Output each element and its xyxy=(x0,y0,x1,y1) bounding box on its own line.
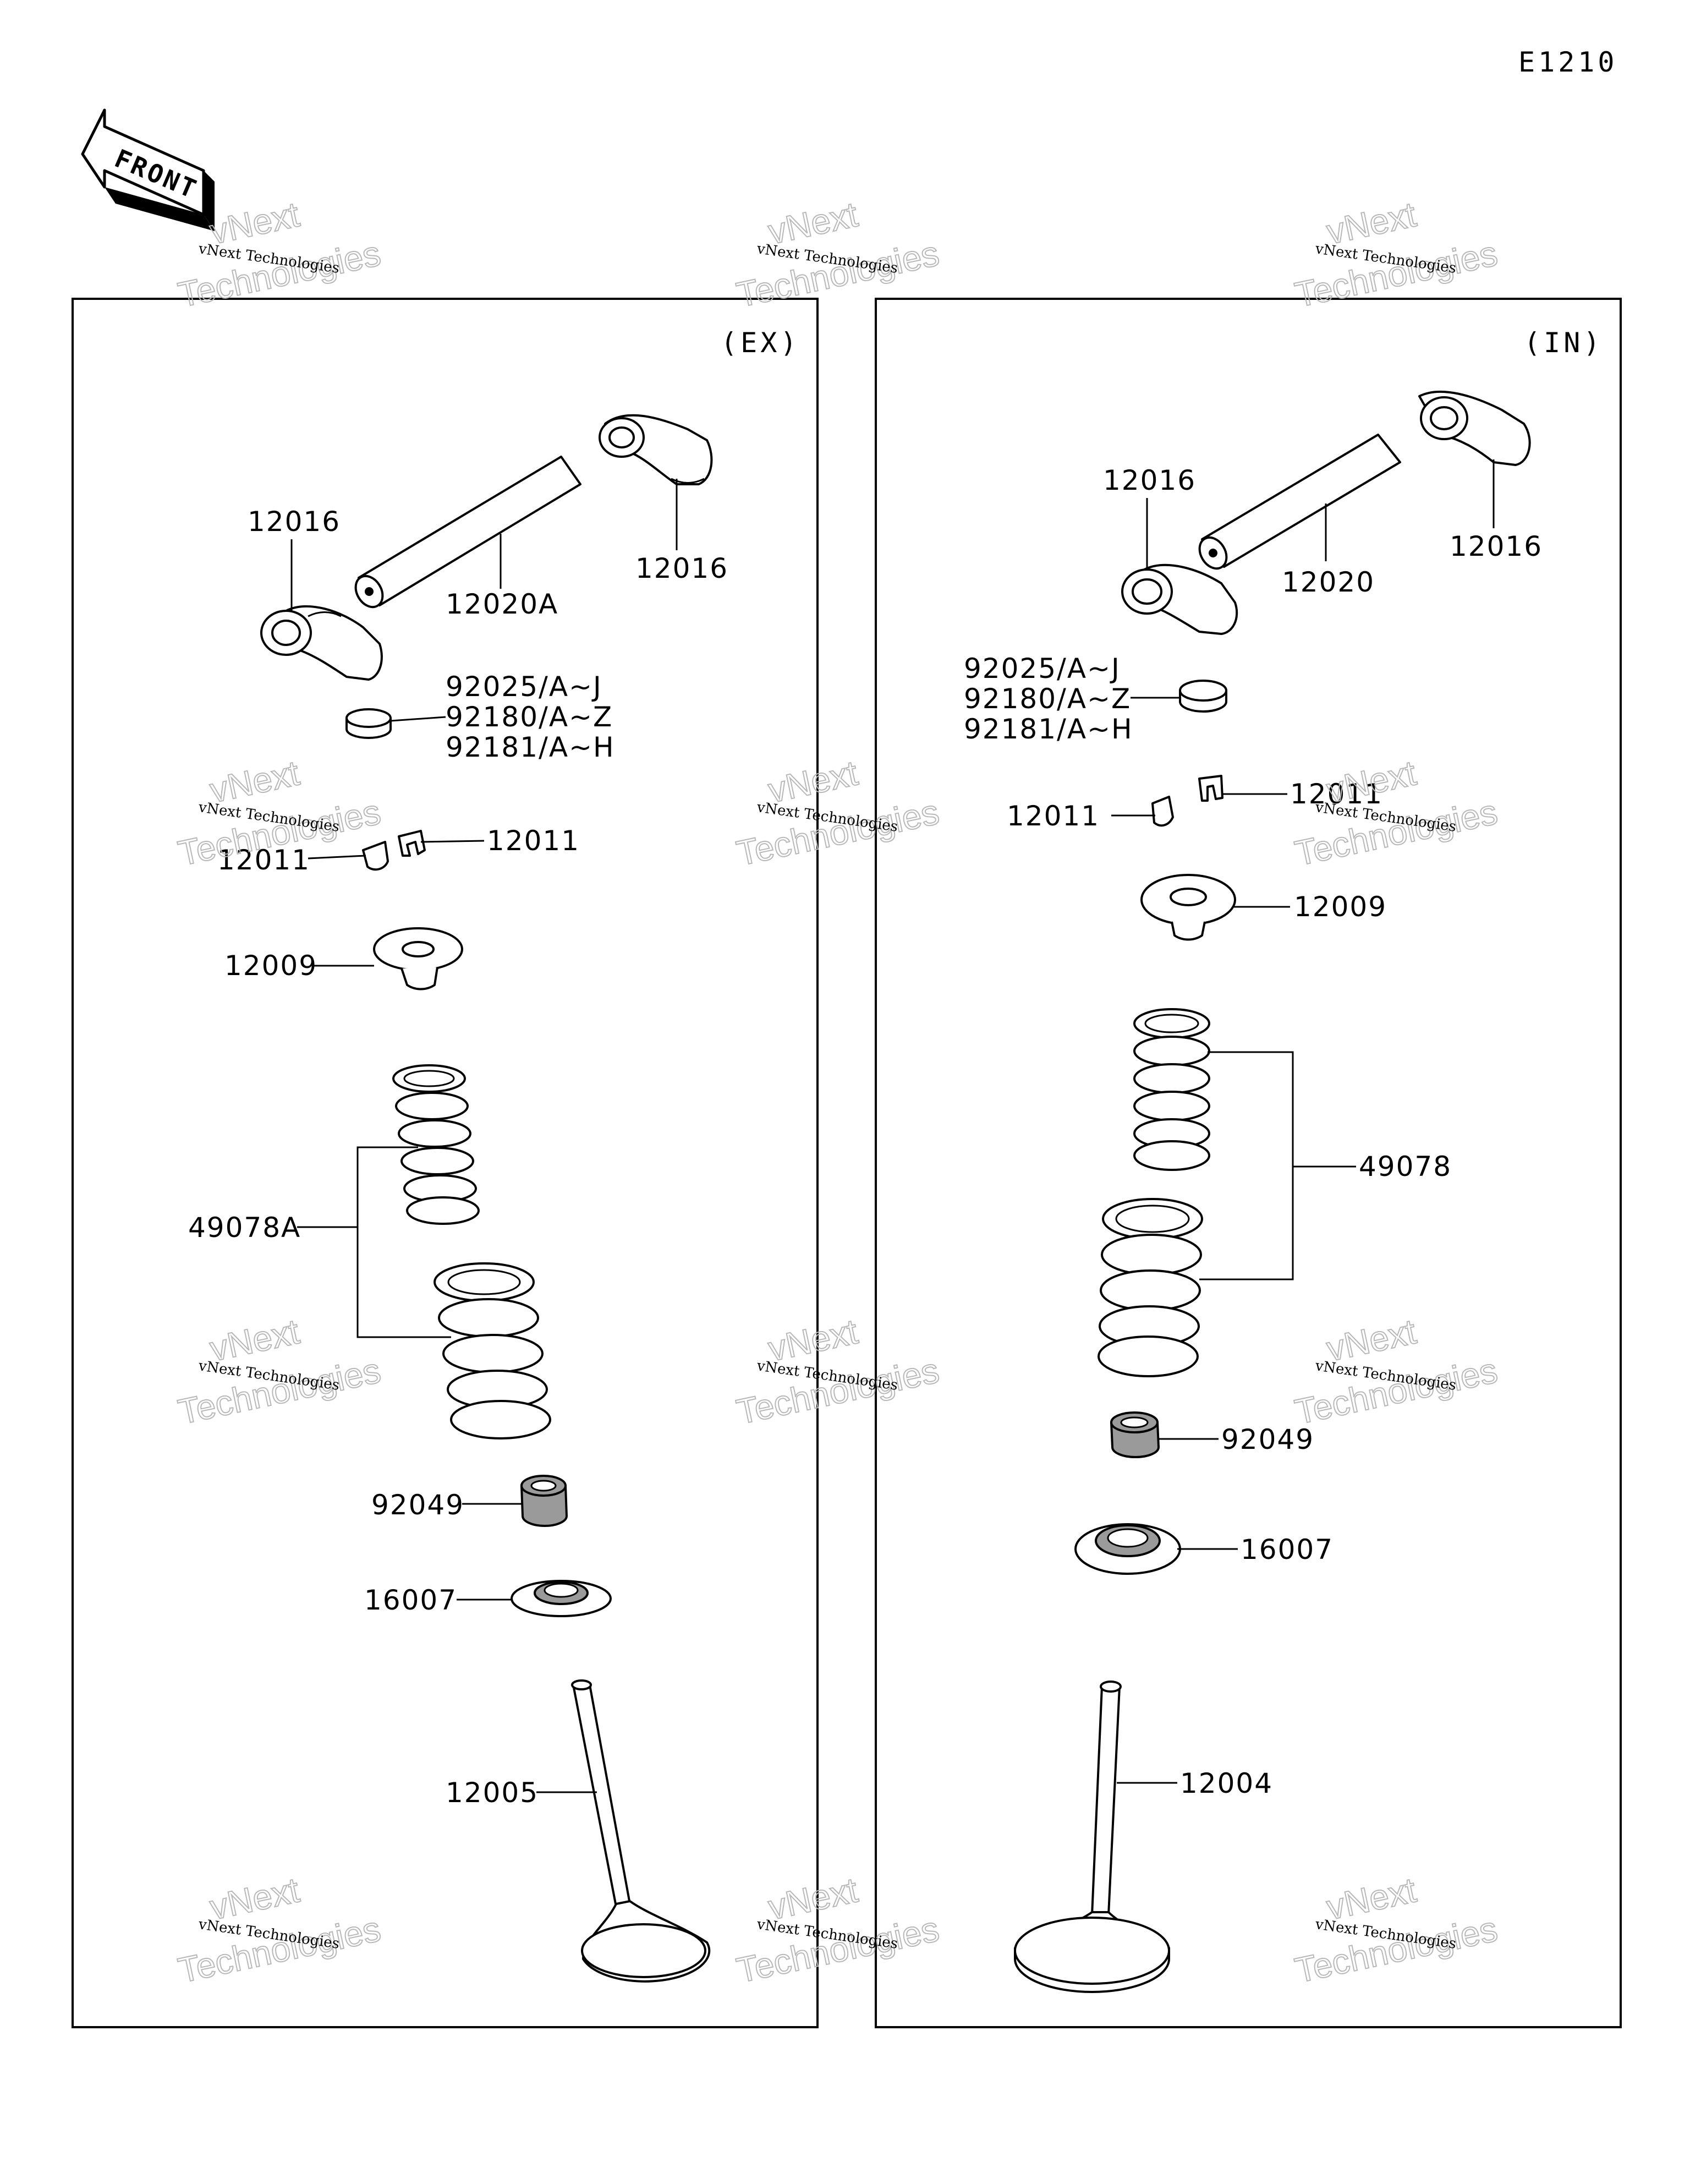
ex-leader-lines xyxy=(290,479,678,1793)
ex-rocker-shaft xyxy=(354,456,581,609)
ex-cotter-left xyxy=(362,841,389,871)
in-seal xyxy=(1110,1411,1160,1458)
ex-inner-spring xyxy=(392,1064,480,1225)
in-outer-spring xyxy=(1098,1198,1203,1377)
in-label-seal: 92049 xyxy=(1221,1424,1314,1455)
in-retainer xyxy=(1140,874,1236,941)
in-label-shim-3: 92181/A~H xyxy=(964,713,1133,745)
ex-panel-frame xyxy=(72,298,819,2028)
ex-label-shim-1: 92025/A~J xyxy=(446,671,602,703)
in-shim xyxy=(1179,680,1227,713)
ex-label-shim-2: 92180/A~Z xyxy=(446,701,613,733)
in-label-cotter-left: 12011 xyxy=(1007,800,1100,832)
ex-label-spring-set: 49078A xyxy=(188,1212,301,1244)
in-seat xyxy=(1074,1523,1181,1575)
in-label-shim-1: 92025/A~J xyxy=(964,653,1121,685)
in-leader-lines xyxy=(1111,459,1495,1784)
watermark: vNext Technologies vNext Technologies xyxy=(733,1869,943,1991)
ex-label-retainer: 12009 xyxy=(224,950,317,982)
ex-label-valve: 12005 xyxy=(446,1777,539,1809)
ex-retainer xyxy=(373,927,463,990)
ex-label-cotter-left: 12011 xyxy=(217,844,310,876)
watermark: vNext Technologies vNext Technologies xyxy=(733,752,943,874)
ex-label-cotter-right: 12011 xyxy=(487,825,580,857)
in-label-seat: 16007 xyxy=(1241,1534,1334,1566)
ex-label-rocker-arm-right: 12016 xyxy=(635,552,728,584)
in-label-retainer: 12009 xyxy=(1294,891,1387,923)
ex-seat xyxy=(511,1580,612,1617)
in-label-rocker-arm-right: 12016 xyxy=(1450,530,1543,562)
ex-valve xyxy=(571,1679,711,1983)
watermark: vNext Technologies vNext Technologies xyxy=(733,1311,943,1432)
in-panel-title: (IN) xyxy=(1524,327,1603,359)
in-label-valve: 12004 xyxy=(1180,1767,1273,1799)
ex-cotter-right xyxy=(398,830,426,857)
in-label-shim-2: 92180/A~Z xyxy=(964,683,1131,715)
ex-panel-title: (EX) xyxy=(721,327,800,359)
ex-panel: 12016 12020A 12016 92025/A~J 92180/A~Z 9… xyxy=(188,414,728,1983)
in-label-cotter-right: 12011 xyxy=(1290,778,1383,810)
watermark: vNext Technologies vNext Technologies xyxy=(733,194,943,315)
in-rocker-arm-right xyxy=(1418,390,1531,466)
ex-outer-spring xyxy=(434,1262,551,1439)
ex-seal xyxy=(520,1475,568,1527)
watermark: vNext Technologies vNext Technologies xyxy=(1291,1311,1501,1432)
in-valve xyxy=(1014,1681,1170,1993)
ex-shim xyxy=(345,708,392,739)
in-label-spring-set: 49078 xyxy=(1359,1151,1452,1183)
watermark: vNext Technologies vNext Technologies xyxy=(1291,1869,1501,1991)
ex-label-rocker-arm-left: 12016 xyxy=(248,506,341,538)
in-panel: 12016 12020 12016 92025/A~J 92180/A~Z 92… xyxy=(964,390,1543,1993)
ex-rocker-arm-right xyxy=(599,414,713,485)
in-rocker-shaft xyxy=(1198,434,1401,570)
in-inner-spring xyxy=(1133,1008,1210,1171)
in-label-rocker-shaft: 12020 xyxy=(1282,566,1375,598)
in-panel-frame xyxy=(875,298,1622,2028)
watermark: vNext Technologies vNext Technologies xyxy=(174,1869,385,1991)
in-label-rocker-arm-left: 12016 xyxy=(1103,464,1196,496)
watermark: vNext Technologies vNext Technologies xyxy=(1291,194,1501,315)
front-arrow-icon: FRONT xyxy=(81,108,215,231)
ex-rocker-arm-left xyxy=(260,605,383,681)
in-cotter-right xyxy=(1198,775,1223,802)
ex-label-rocker-shaft: 12020A xyxy=(446,588,558,620)
ex-label-seal: 92049 xyxy=(371,1489,464,1521)
watermark: vNext Technologies vNext Technologies xyxy=(174,1311,385,1432)
ex-label-seat: 16007 xyxy=(364,1584,457,1616)
in-rocker-arm-left xyxy=(1121,563,1238,635)
watermarks: vNext Technologies vNext Technologies vN… xyxy=(174,194,1501,1991)
in-cotter-left xyxy=(1151,796,1174,827)
diagram-code: E1210 xyxy=(1518,46,1618,78)
ex-label-shim-3: 92181/A~H xyxy=(446,731,615,763)
watermark: vNext Technologies vNext Technologies xyxy=(1291,752,1501,874)
